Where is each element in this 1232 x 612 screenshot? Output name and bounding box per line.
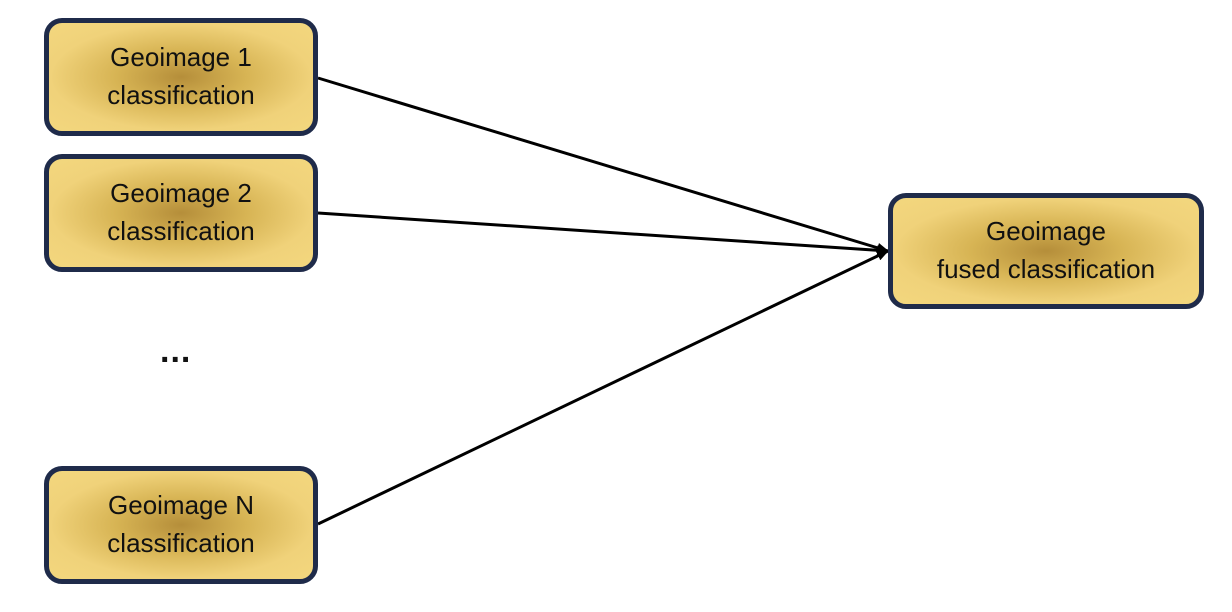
box-line-1: Geoimage 1 bbox=[110, 42, 252, 73]
arrow-2-to-fused bbox=[317, 211, 889, 256]
box-line-2: classification bbox=[107, 216, 255, 246]
box-line-1: Geoimage N bbox=[108, 490, 254, 521]
box-line-1: Geoimage 2 bbox=[110, 178, 252, 209]
geoimage-2-classification-box: Geoimage 2 classification bbox=[44, 154, 318, 272]
arrow-1-to-fused bbox=[317, 76, 889, 253]
arrow-n-to-fused bbox=[317, 249, 889, 526]
box-line-2: classification bbox=[107, 528, 255, 558]
ellipsis-indicator: ... bbox=[160, 332, 192, 370]
box-line-1: Geoimage bbox=[986, 216, 1106, 247]
box-line-2: classification bbox=[107, 80, 255, 110]
box-line-2: fused classification bbox=[936, 254, 1156, 284]
geoimage-fused-classification-box: Geoimage fused classification bbox=[888, 193, 1204, 309]
geoimage-n-classification-box: Geoimage N classification bbox=[44, 466, 318, 584]
geoimage-1-classification-box: Geoimage 1 classification bbox=[44, 18, 318, 136]
